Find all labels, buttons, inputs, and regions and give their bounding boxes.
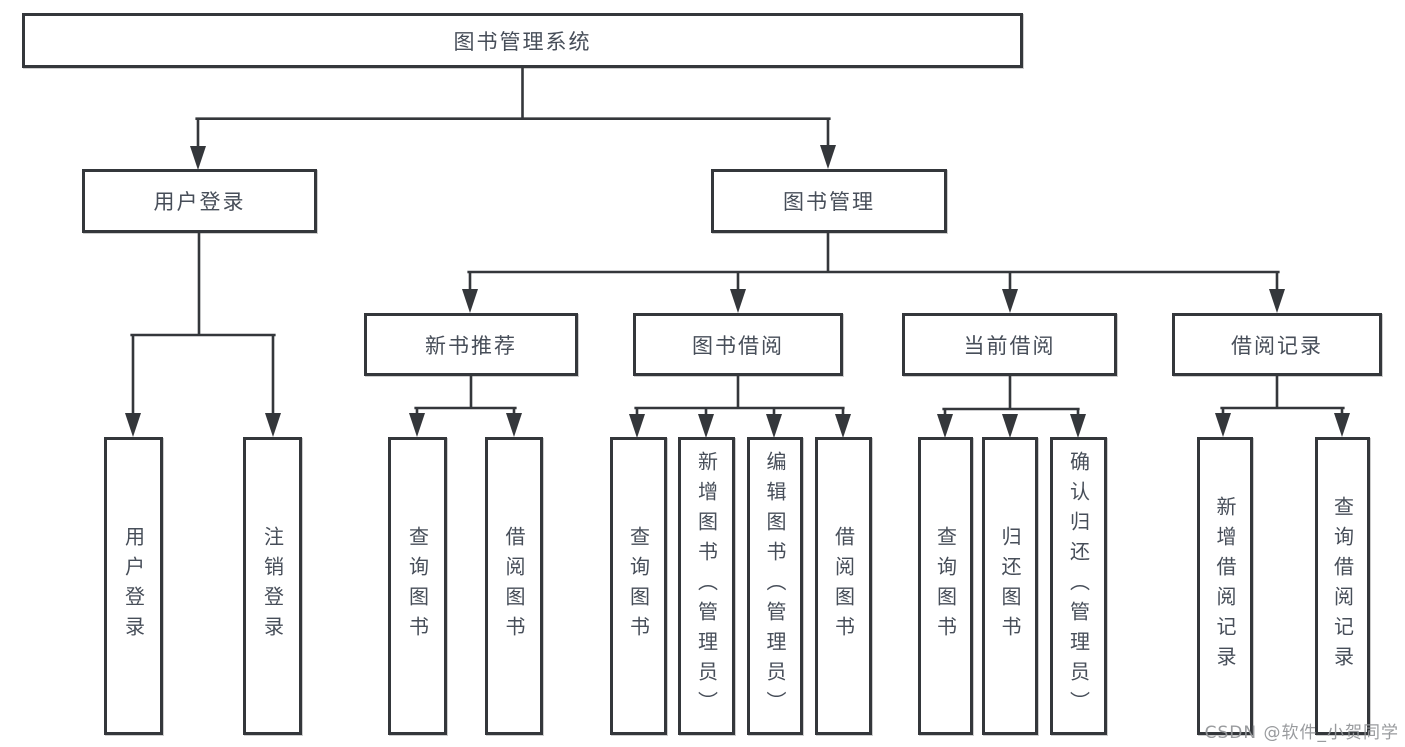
leaf-user-login-label: 用户登录 [121,526,146,646]
leaf-return-book: 归还图书 [982,437,1038,735]
leaf-query-book-2: 查询图书 [610,437,667,735]
csdn-watermark: CSDN @软件_小贺同学 [1204,723,1399,743]
leaf-borrow-book-1: 借阅图书 [485,437,543,735]
leaf-add-book-admin-label: 新增图书（管理员） [694,451,719,721]
leaf-query-book-3: 查询图书 [918,437,973,735]
node-current-borrow: 当前借阅 [902,313,1117,376]
node-book-borrow: 图书借阅 [633,313,843,376]
leaf-borrow-book-2: 借阅图书 [815,437,872,735]
leaf-edit-book-admin-label: 编辑图书（管理员） [763,451,787,721]
leaf-user-login: 用户登录 [104,437,163,735]
node-book-management: 图书管理 [711,169,947,233]
leaf-query-borrow-record-label: 查询借阅记录 [1330,496,1355,676]
leaf-add-borrow-record-label: 新增借阅记录 [1213,496,1237,676]
leaf-logout-label: 注销登录 [260,526,285,646]
leaf-borrow-book-1-label: 借阅图书 [502,526,526,646]
leaf-logout: 注销登录 [243,437,302,735]
leaf-add-borrow-record: 新增借阅记录 [1197,437,1253,735]
leaf-confirm-return-admin: 确认归还（管理员） [1050,437,1107,735]
node-user-login: 用户登录 [82,169,317,233]
leaf-return-book-label: 归还图书 [998,526,1022,646]
leaf-add-book-admin: 新增图书（管理员） [678,437,735,735]
leaf-query-borrow-record: 查询借阅记录 [1315,437,1370,735]
node-new-book-recommend: 新书推荐 [364,313,578,376]
leaf-edit-book-admin: 编辑图书（管理员） [747,437,803,735]
leaf-confirm-return-admin-label: 确认归还（管理员） [1066,451,1091,721]
leaf-borrow-book-2-label: 借阅图书 [831,526,856,646]
leaf-query-book-1-label: 查询图书 [405,526,430,646]
leaf-query-book-3-label: 查询图书 [933,526,958,646]
leaf-query-book-2-label: 查询图书 [626,526,651,646]
arrowheads [125,145,1350,438]
node-borrow-record: 借阅记录 [1172,313,1382,376]
node-root: 图书管理系统 [22,13,1023,68]
leaf-query-book-1: 查询图书 [388,437,447,735]
